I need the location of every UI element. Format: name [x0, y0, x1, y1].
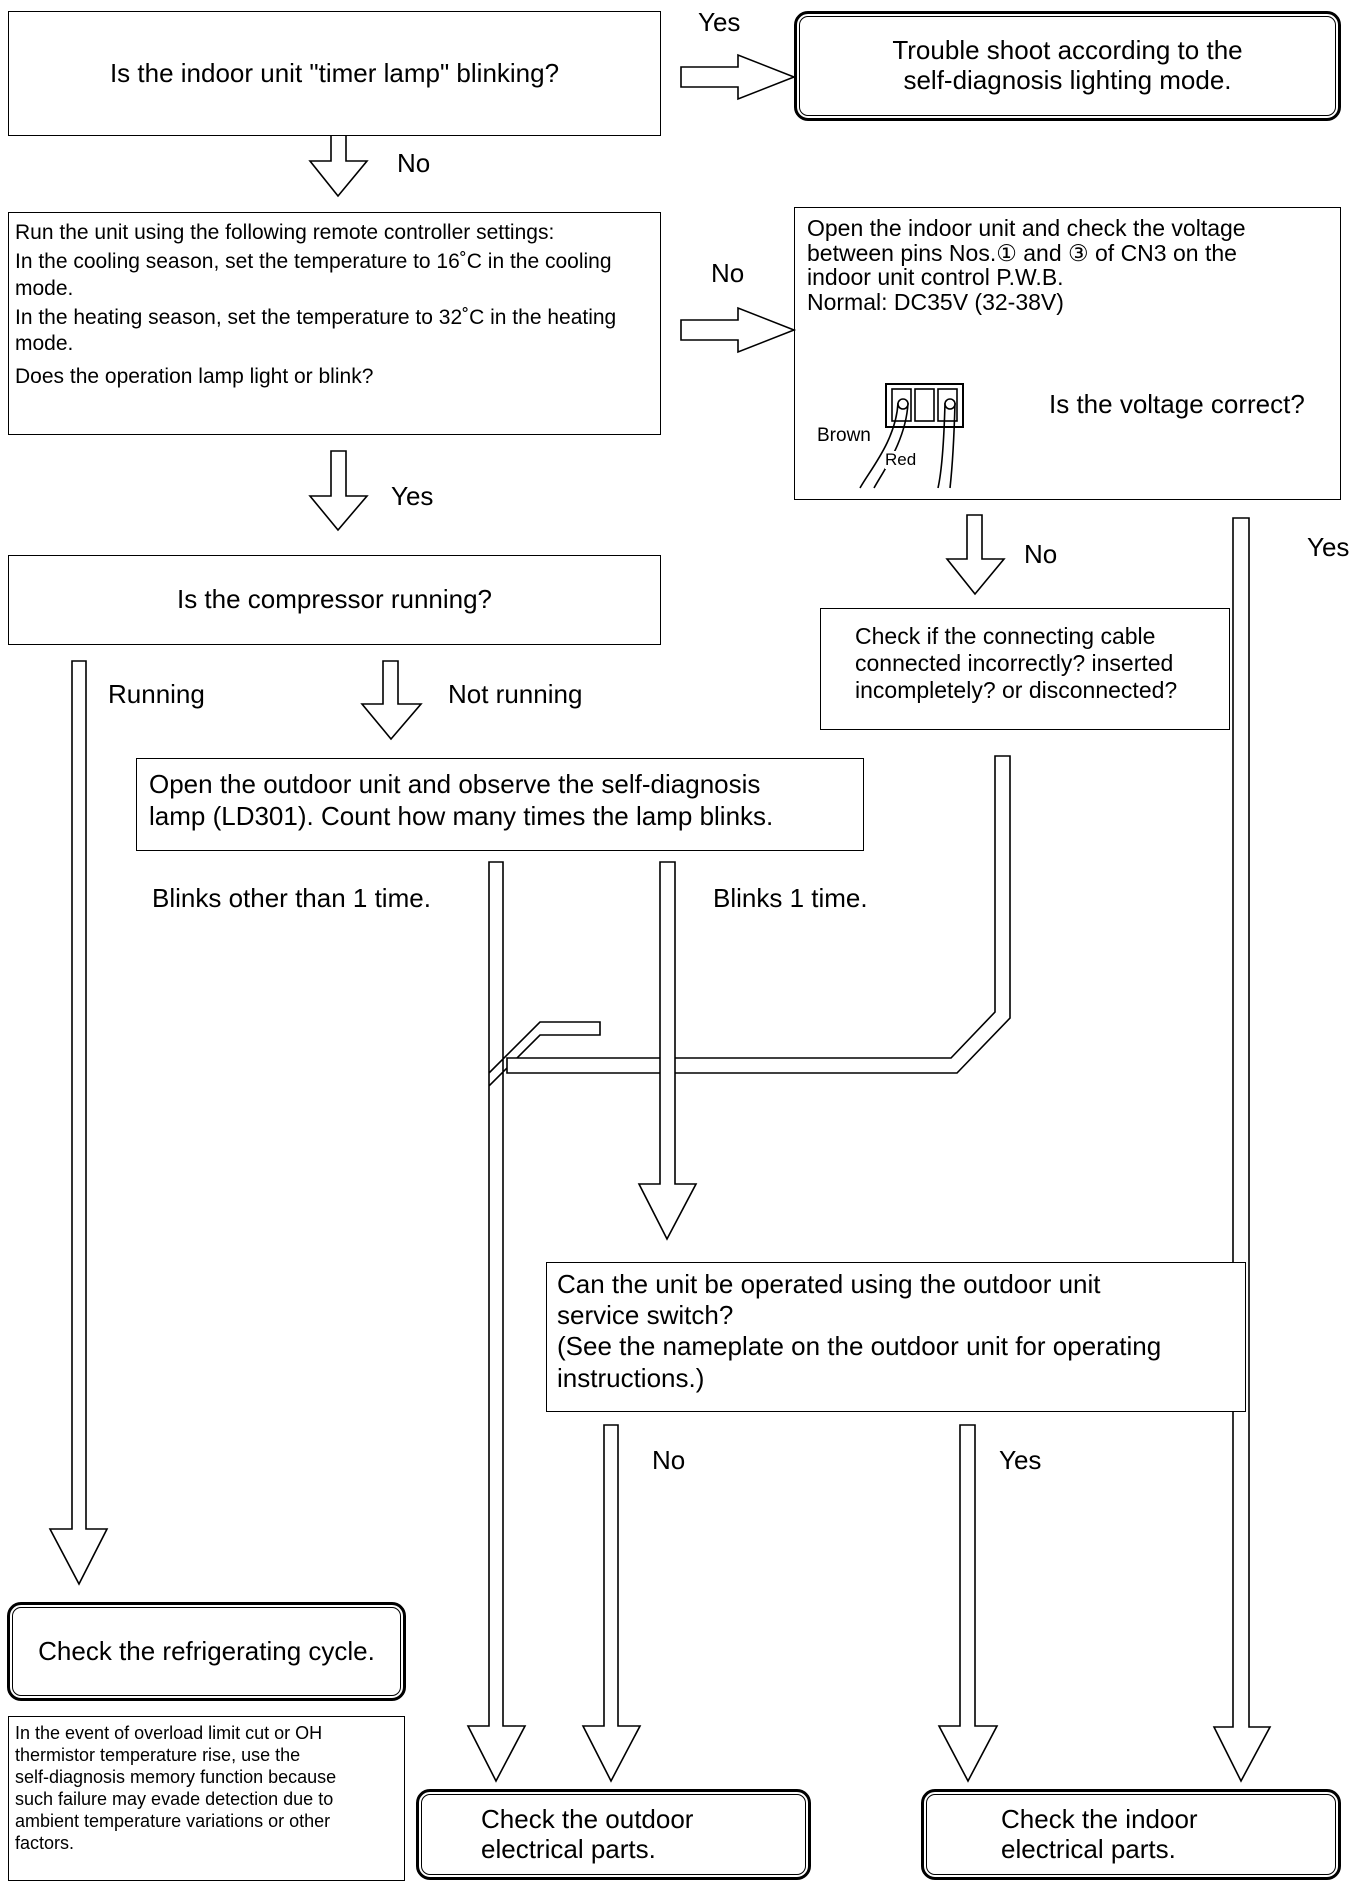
label-yes-timer: Yes — [698, 7, 741, 37]
arrow-running — [48, 660, 109, 1586]
arrow-switch-no — [581, 1424, 642, 1783]
label-no-voltage: No — [1024, 539, 1058, 569]
end-self-diagnosis: Trouble shoot according to the self-diag… — [794, 11, 1341, 121]
note-line-5: ambient temperature variations or other — [15, 1810, 331, 1831]
voltage-line-4: Normal: DC35V (32-38V) — [807, 288, 1064, 315]
label-not-running: Not running — [448, 679, 583, 709]
run-unit-line-3: In the heating season, set the temperatu… — [15, 305, 617, 355]
label-no-timer: No — [397, 148, 431, 178]
label-no-switch: No — [652, 1445, 686, 1475]
end-self-diagnosis-line-2: self-diagnosis lighting mode. — [903, 65, 1232, 95]
voltage-line-2: between pins Nos.① and ③ of CN3 on the — [807, 239, 1237, 266]
arrow-yes-voltage — [1212, 517, 1272, 1783]
arrow-no-voltage — [945, 514, 1006, 596]
end-self-diagnosis-line-1: Trouble shoot according to the — [892, 35, 1243, 66]
end-indoor-electrical: Check the indoor electrical parts. — [921, 1789, 1341, 1880]
cable-check-box: Check if the connecting cable connected … — [820, 608, 1230, 730]
note-line-1: In the event of overload limit cut or OH — [15, 1723, 323, 1743]
voltage-question: Is the voltage correct? — [1049, 389, 1305, 419]
run-unit-line-1: Run the unit using the following remote … — [15, 221, 555, 244]
voltage-check-box: Open the indoor unit and check the volta… — [794, 207, 1341, 500]
run-unit-line-2: In the cooling season, set the temperatu… — [15, 250, 612, 300]
end-outdoor-line-1: Check the outdoor — [481, 1803, 694, 1834]
service-switch-line-1: Can the unit be operated using the outdo… — [557, 1269, 1101, 1299]
label-yes-switch: Yes — [999, 1445, 1042, 1475]
label-yes-run: Yes — [391, 481, 434, 511]
connector-cable — [506, 755, 1011, 1074]
connector-illustration — [859, 383, 964, 489]
service-switch-box: Can the unit be operated using the outdo… — [546, 1262, 1246, 1412]
wire-label-brown: Brown — [817, 425, 871, 447]
arrow-blinks-other — [466, 861, 601, 1783]
label-running: Running — [108, 679, 205, 709]
run-unit-line-4: Does the operation lamp light or blink? — [15, 365, 374, 389]
end-outdoor-line-2: electrical parts. — [481, 1833, 656, 1864]
voltage-line-1: Open the indoor unit and check the volta… — [807, 215, 1246, 241]
note-line-6: factors. — [15, 1832, 75, 1853]
end-indoor-line-2: electrical parts. — [1001, 1833, 1176, 1864]
cable-line-2: connected incorrectly? inserted — [855, 650, 1174, 677]
arrow-no-run — [680, 306, 797, 354]
service-switch-line-3: (See the nameplate on the outdoor unit f… — [557, 1331, 1162, 1362]
run-unit-box: Run the unit using the following remote … — [8, 212, 661, 435]
end-indoor-line-1: Check the indoor — [1001, 1803, 1198, 1834]
note-line-4: such failure may evade detection due to — [15, 1788, 334, 1809]
note-box: In the event of overload limit cut or OH… — [8, 1716, 405, 1881]
question-timer-lamp: Is the indoor unit "timer lamp" blinking… — [8, 11, 661, 136]
outdoor-lamp-line-2: lamp (LD301). Count how many times the l… — [149, 800, 774, 831]
cable-line-1: Check if the connecting cable — [855, 623, 1156, 649]
question-compressor-text: Is the compressor running? — [176, 584, 493, 615]
wire-label-red: Red — [885, 450, 917, 470]
note-line-3: self-diagnosis memory function because — [15, 1766, 337, 1787]
question-timer-lamp-text: Is the indoor unit "timer lamp" blinking… — [109, 57, 560, 88]
service-switch-line-4: instructions.) — [557, 1362, 705, 1393]
label-blinks-one: Blinks 1 time. — [713, 883, 868, 913]
arrow-yes-timer — [680, 53, 797, 101]
service-switch-line-2: service switch? — [557, 1300, 734, 1331]
end-outdoor-electrical: Check the outdoor electrical parts. — [416, 1789, 811, 1880]
cable-line-3: incompletely? or disconnected? — [855, 677, 1178, 704]
label-blinks-other: Blinks other than 1 time. — [152, 883, 431, 913]
end-refrigerating-text: Check the refrigerating cycle. — [38, 1635, 375, 1666]
outdoor-lamp-box: Open the outdoor unit and observe the se… — [136, 758, 864, 851]
arrow-blinks-one — [637, 861, 698, 1241]
question-compressor: Is the compressor running? — [8, 555, 661, 645]
label-yes-voltage: Yes — [1307, 532, 1350, 562]
arrow-yes-run — [308, 450, 369, 532]
voltage-line-3: indoor unit control P.W.B. — [807, 264, 1064, 291]
end-refrigerating-cycle: Check the refrigerating cycle. — [7, 1602, 406, 1701]
arrow-switch-yes — [937, 1424, 999, 1783]
note-line-2: thermistor temperature rise, use the — [15, 1744, 301, 1765]
arrow-not-running — [360, 660, 423, 741]
label-no-run: No — [711, 258, 745, 288]
outdoor-lamp-line-1: Open the outdoor unit and observe the se… — [149, 769, 761, 799]
